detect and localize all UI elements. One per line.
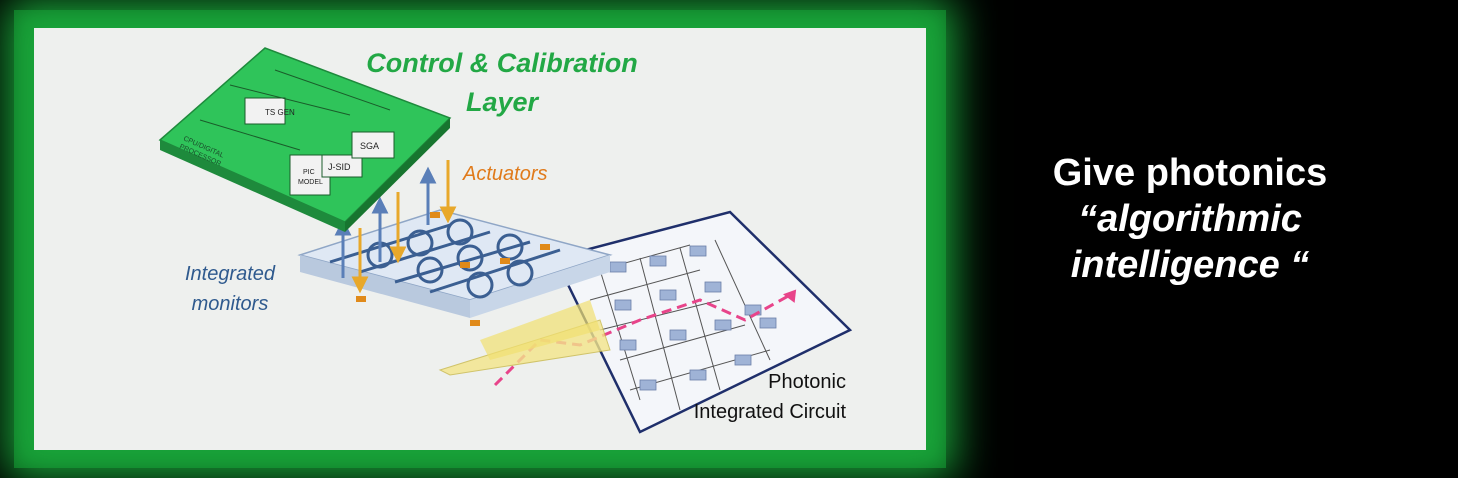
photonic-chip [493, 210, 853, 434]
board-block-pic-model-2: MODEL [298, 179, 323, 186]
actuators-label: Actuators [462, 163, 547, 185]
control-board [158, 47, 452, 232]
monitors-label-line2: monitors [192, 293, 269, 315]
tagline-line1: Give photonics [1052, 152, 1328, 194]
tagline-line2: “algorithmic [1078, 198, 1302, 240]
tagline: Give photonics “algorithmic intelligence… [980, 150, 1400, 288]
pic-label-line2: Integrated Circuit [694, 401, 847, 423]
actuator-arrows [351, 160, 457, 294]
tagline-line3: intelligence “ [1070, 244, 1310, 286]
board-block-pic-model-1: PIC [303, 169, 315, 176]
architecture-diagram: TS GEN J-SID SGA PIC MODEL CPU/DIGITAL P… [158, 47, 853, 434]
control-layer-title-line2: Layer [466, 87, 540, 117]
board-block-sga: SGA [360, 141, 379, 151]
monitors-label-line1: Integrated [185, 263, 276, 285]
control-layer-title-line1: Control & Calibration [366, 48, 638, 78]
pic-label-line1: Photonic [768, 371, 846, 393]
board-block-j-sid: J-SID [328, 162, 351, 172]
board-block-ts-gen: TS GEN [265, 108, 295, 117]
